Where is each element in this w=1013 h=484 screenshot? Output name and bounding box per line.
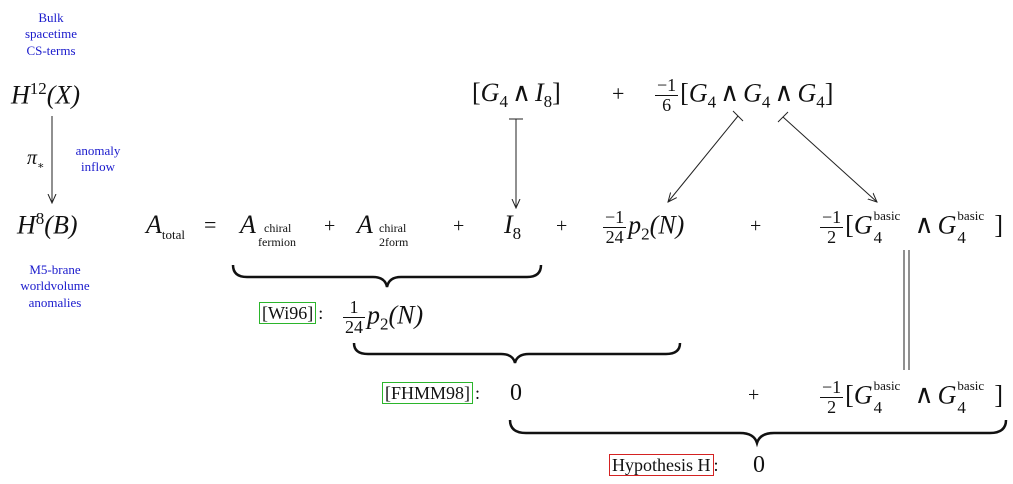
top-space-h12x: H12(X) <box>11 79 80 110</box>
fhmm98-plus: + <box>748 384 760 406</box>
pushforward-symbol: π∗ <box>27 147 45 172</box>
term-g4-wedge-i8: [G4∧I8] <box>472 78 561 112</box>
g4cubed-arrow-right <box>782 116 877 202</box>
bottom-space-h8b: H8(B) <box>17 209 78 240</box>
hypothesis-zero: 0 <box>753 452 765 478</box>
plus-3: + <box>556 215 568 237</box>
twoform-label: 2form <box>379 235 409 249</box>
chiral-label-1: chiral <box>264 221 292 235</box>
anomaly-inflow-label: anomaly inflow <box>75 143 121 175</box>
a-chiral-fermion: A <box>240 210 256 239</box>
wi96-citation[interactable]: [Wi96]: <box>259 302 323 324</box>
brace-chiral-sum <box>231 264 543 288</box>
plus-1: + <box>324 215 336 237</box>
brace-fhmm98-sum <box>508 419 1008 448</box>
equals-sign: = <box>204 212 217 237</box>
m5-brane-label: M5-brane worldvolume anomalies <box>20 262 90 310</box>
top-plus: + <box>612 81 625 106</box>
chiral-label-2: chiral <box>379 221 407 235</box>
g4cubed-arrow-left <box>668 115 739 202</box>
a-chiral-2form: A <box>357 210 373 239</box>
fhmm98-zero: 0 <box>510 380 522 406</box>
hypothesis-h-label[interactable]: Hypothesis H: <box>609 454 719 476</box>
plus-4: + <box>750 215 762 237</box>
plus-2: + <box>453 215 465 237</box>
fermion-label: fermion <box>258 235 296 249</box>
i8-term: I8 <box>504 210 522 244</box>
bulk-cs-terms-label: Bulk spacetime CS-terms <box>25 10 77 58</box>
brace-wi96-sum <box>352 342 682 364</box>
a-total: Atotal <box>146 210 185 243</box>
fhmm98-citation[interactable]: [FHMM98]: <box>382 382 480 404</box>
